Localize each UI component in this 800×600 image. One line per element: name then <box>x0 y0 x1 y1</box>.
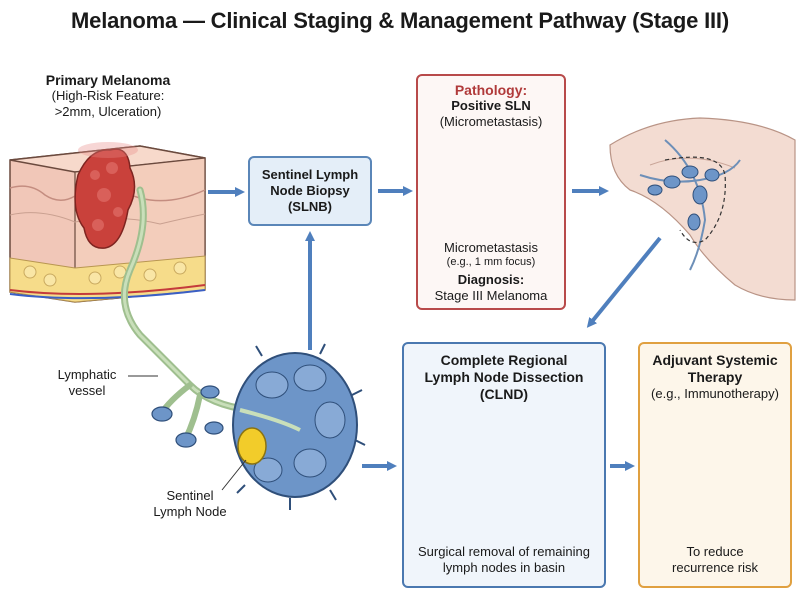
sentinel-node-line2: Lymph Node <box>153 504 227 519</box>
arrow-axilla-to-clnd <box>586 236 662 328</box>
slnb-line2: Node Biopsy <box>270 183 350 198</box>
clnd-line1: Complete Regional <box>440 352 568 368</box>
pathology-detail: (Micrometastasis) <box>439 114 543 129</box>
primary-melanoma-label: Primary Melanoma (High-Risk Feature: >2m… <box>8 72 208 120</box>
lymphatic-vessel-line1: Lymphatic <box>57 367 117 382</box>
sentinel-lymph-node-illustration <box>232 343 366 510</box>
primary-melanoma-heading: Primary Melanoma <box>45 72 171 88</box>
adjuvant-line3: (e.g., Immunotherapy) <box>651 386 779 401</box>
adjuvant-line1: Adjuvant Systemic <box>652 352 778 368</box>
clnd-box: Complete Regional Lymph Node Dissection … <box>402 342 606 588</box>
diagnosis-value: Stage III Melanoma <box>434 288 548 303</box>
axilla-node-illustration <box>609 117 796 301</box>
primary-feature-line2: >2mm, Ulceration) <box>54 104 162 119</box>
lymphatic-vessel <box>120 186 254 448</box>
adjuvant-desc-line1: To reduce <box>686 544 744 559</box>
diagnosis-heading: Diagnosis: <box>457 272 525 287</box>
flow-arrows <box>208 186 662 471</box>
adjuvant-line2: Therapy <box>687 369 743 385</box>
sentinel-node-line1: Sentinel <box>166 488 214 503</box>
sentinel-node-highlight <box>237 427 267 465</box>
micrometastasis-label: Micrometastasis <box>444 240 538 255</box>
primary-feature-line1: (High-Risk Feature: <box>51 88 165 103</box>
adjuvant-box: Adjuvant Systemic Therapy (e.g., Immunot… <box>638 342 792 588</box>
micrometastasis-example: (e.g., 1 mm focus) <box>446 256 536 268</box>
clnd-desc-line1: Surgical removal of remaining <box>418 544 590 559</box>
clnd-line3: (CLND) <box>479 386 529 402</box>
lymphatic-vessel-line2: vessel <box>68 383 106 398</box>
slnb-line1: Sentinel Lymph <box>261 167 359 182</box>
clnd-desc-line2: lymph nodes in basin <box>442 560 566 575</box>
pathology-subheading: Positive SLN <box>451 98 531 113</box>
clnd-line2: Lymph Node Dissection <box>424 369 584 385</box>
pathology-box: Pathology: Positive SLN (Micrometastasis… <box>416 74 566 310</box>
sentinel-node-label: Sentinel Lymph Node <box>140 488 240 520</box>
slnb-box: Sentinel Lymph Node Biopsy (SLNB) <box>248 156 372 226</box>
adjuvant-desc-line2: recurrence risk <box>672 560 758 575</box>
lymphatic-vessel-label: Lymphatic vessel <box>42 367 132 399</box>
slnb-line3: (SLNB) <box>287 199 333 214</box>
skin-cross-section <box>9 142 206 303</box>
page-title: Melanoma — Clinical Staging & Management… <box>71 8 729 33</box>
pathology-heading: Pathology: <box>454 82 528 98</box>
